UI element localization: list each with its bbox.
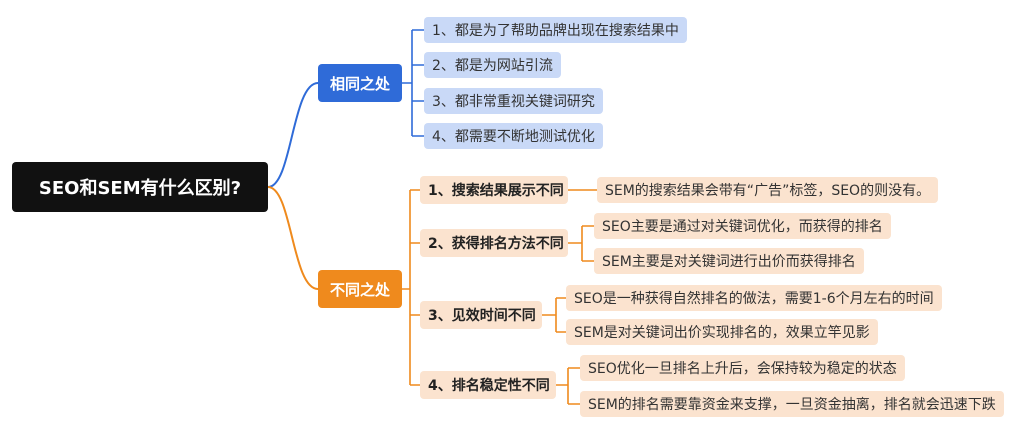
- diff-group-4-detail-2[interactable]: SEM的排名需要靠资金来支撑，一旦资金抽离，排名就会迅速下跌: [580, 391, 1004, 417]
- link-group4: [556, 367, 580, 405]
- link-diff-bracket: [402, 189, 420, 386]
- diff-group-2-detail-1[interactable]: SEO主要是通过对关键词优化，而获得的排名: [594, 213, 891, 239]
- link-group2: [568, 225, 594, 262]
- link-root-same: [267, 82, 319, 188]
- branch-diff[interactable]: 不同之处: [318, 270, 402, 308]
- diff-group-2-detail-2[interactable]: SEM主要是对关键词进行出价而获得排名: [594, 248, 864, 274]
- same-item-4[interactable]: 4、都需要不断地测试优化: [424, 123, 603, 149]
- diff-group-4-detail-1[interactable]: SEO优化一旦排名上升后，会保持较为稳定的状态: [580, 355, 905, 381]
- diff-group-3[interactable]: 3、见效时间不同: [420, 301, 542, 329]
- branch-same[interactable]: 相同之处: [318, 64, 402, 102]
- link-group3: [542, 297, 566, 333]
- diff-group-3-detail-1[interactable]: SEO是一种获得自然排名的做法，需要1-6个月左右的时间: [566, 285, 942, 311]
- diff-group-1[interactable]: 1、搜索结果展示不同: [420, 176, 568, 204]
- diff-group-3-detail-2[interactable]: SEM是对关键词出价实现排名的，效果立竿见影: [566, 319, 878, 345]
- diff-group-2[interactable]: 2、获得排名方法不同: [420, 229, 568, 257]
- diff-group-4[interactable]: 4、排名稳定性不同: [420, 371, 556, 399]
- root-topic[interactable]: SEO和SEM有什么区别?: [12, 162, 268, 212]
- same-item-1[interactable]: 1、都是为了帮助品牌出现在搜索结果中: [424, 17, 687, 43]
- same-item-2[interactable]: 2、都是为网站引流: [424, 52, 561, 78]
- link-same-bracket: [402, 29, 424, 137]
- diff-group-1-detail-1[interactable]: SEM的搜索结果会带有“广告”标签，SEO的则没有。: [597, 177, 939, 203]
- same-item-3[interactable]: 3、都非常重视关键词研究: [424, 88, 603, 114]
- link-root-diff: [267, 186, 319, 290]
